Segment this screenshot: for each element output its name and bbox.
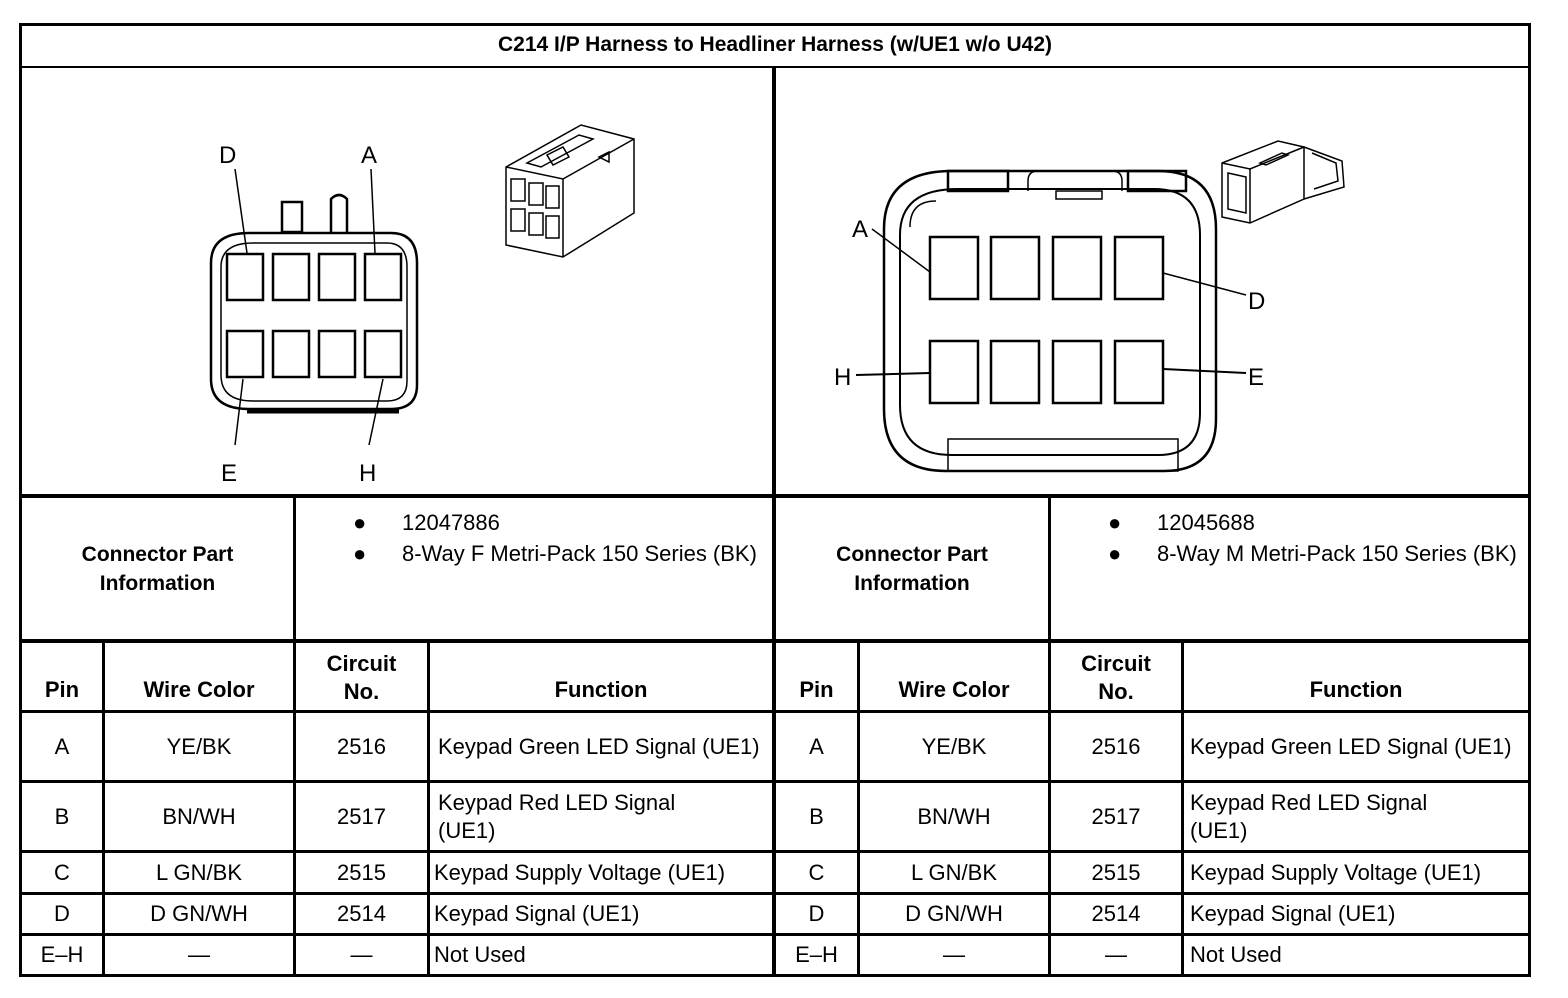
pin-label-d: D	[1248, 288, 1265, 315]
left-connector-diagram: D A E H	[19, 67, 775, 496]
cavity	[1113, 235, 1165, 301]
circuit-cell: 2514	[1091, 901, 1141, 926]
cavity	[1113, 339, 1165, 405]
pin-cell: E–H	[795, 942, 838, 967]
header-circuit-no: Circuit No.	[1081, 651, 1151, 704]
cavity	[363, 252, 403, 302]
circuit-cell: 2515	[1091, 859, 1141, 885]
female-connector-isometric	[505, 124, 635, 258]
pin-label-a: A	[852, 216, 868, 243]
function-cell: Keypad Supply Voltage (UE1)	[434, 859, 726, 885]
cavity	[317, 252, 357, 302]
pin-cell: B	[809, 803, 824, 829]
connector-sheet: C214 I/P Harness to Headliner Harness (w…	[19, 23, 1531, 977]
wire-color-cell: YE/BK	[166, 733, 232, 759]
wire-color-cell: L GN/BK	[156, 859, 242, 885]
cavity	[989, 339, 1041, 405]
circuit-cell: 2517	[337, 803, 386, 829]
wire-color-cell: BN/WH	[162, 803, 236, 829]
pin-label-d: D	[219, 142, 236, 169]
circuit-cell: 2516	[1091, 733, 1141, 759]
male-connector-face-view: A D H E	[834, 140, 1345, 473]
header-wire-color: Wire Color	[143, 677, 255, 702]
function-cell: Keypad Green LED Signal (UE1)	[438, 733, 760, 759]
part-number: 12045688	[1157, 510, 1255, 535]
circuit-cell: 2514	[337, 901, 386, 926]
locking-post	[329, 193, 349, 232]
part-description: 8-Way F Metri-Pack 150 Series (BK)	[402, 541, 757, 566]
pin-label-e: E	[221, 460, 237, 487]
pin-label-h: H	[834, 364, 851, 391]
cavity	[363, 329, 403, 379]
wire-color-cell: YE/BK	[921, 733, 987, 759]
connector-part-info: ●12047886 ●8-Way F Metri-Pack 150 Series…	[353, 510, 757, 566]
wire-color-cell: BN/WH	[917, 803, 991, 829]
circuit-cell: 2517	[1091, 803, 1141, 829]
part-description: 8-Way M Metri-Pack 150 Series (BK)	[1157, 541, 1517, 566]
wire-color-cell: —	[188, 942, 210, 967]
header-pin: Pin	[799, 677, 834, 702]
cavity	[271, 329, 311, 379]
wire-color-cell: D GN/WH	[150, 901, 248, 926]
connector-housing-outline	[882, 169, 1218, 473]
wire-color-cell: —	[943, 942, 965, 967]
wire-color-cell: D GN/WH	[905, 901, 1003, 926]
cavity	[989, 235, 1041, 301]
pin-cell: D	[808, 901, 825, 926]
female-connector-face-view: D A E H	[209, 124, 635, 487]
cavity	[1051, 235, 1103, 301]
pin-cell: C	[808, 859, 825, 885]
function-cell: Not Used	[1190, 942, 1282, 967]
pin-label-h: H	[359, 460, 376, 487]
circuit-cell: —	[350, 942, 373, 967]
header-function: Function	[554, 677, 648, 702]
cavity	[271, 252, 311, 302]
right-connector-diagram: A D H E	[776, 67, 1528, 496]
locking-tab	[280, 200, 304, 234]
function-cell: Keypad Red LED Signal (UE1)	[438, 789, 676, 843]
pin-label-e: E	[1248, 364, 1264, 391]
pin-label-a: A	[361, 142, 377, 169]
function-cell: Keypad Signal (UE1)	[434, 901, 640, 926]
cavity	[1051, 339, 1103, 405]
cavity	[317, 329, 357, 379]
cavity	[928, 235, 980, 301]
circuit-cell: 2516	[337, 733, 386, 759]
pin-cell: A	[809, 733, 824, 759]
connector-part-info-label: Connector Part Information	[836, 542, 988, 595]
header-circuit-no: Circuit No.	[326, 651, 397, 704]
part-number: 12047886	[402, 510, 500, 535]
function-cell: Keypad Supply Voltage (UE1)	[1190, 859, 1482, 885]
cavity	[928, 339, 980, 405]
pin-cell: A	[54, 733, 70, 759]
connector-part-info: ●12045688 ●8-Way M Metri-Pack 150 Series…	[1108, 510, 1517, 566]
function-cell: Keypad Signal (UE1)	[1190, 901, 1396, 926]
diagram-title: C214 I/P Harness to Headliner Harness (w…	[498, 33, 1052, 56]
header-wire-color: Wire Color	[898, 677, 1010, 702]
header-function: Function	[1309, 677, 1403, 702]
circuit-cell: —	[1105, 942, 1127, 967]
function-cell: Not Used	[434, 942, 526, 967]
pin-cell: E–H	[40, 942, 84, 967]
male-connector-isometric	[1221, 140, 1345, 224]
pin-cell: D	[54, 901, 70, 926]
pin-cell: B	[54, 803, 70, 829]
pin-cell: C	[54, 859, 70, 885]
header-pin: Pin	[44, 677, 80, 702]
cavity	[225, 252, 265, 302]
function-cell: Keypad Red LED Signal (UE1)	[1190, 789, 1428, 843]
wire-color-cell: L GN/BK	[911, 859, 997, 885]
function-cell: Keypad Green LED Signal (UE1)	[1190, 733, 1512, 759]
circuit-cell: 2515	[337, 859, 386, 885]
connector-part-info-label: Connector Part Information	[81, 542, 234, 595]
cavity	[225, 329, 265, 379]
